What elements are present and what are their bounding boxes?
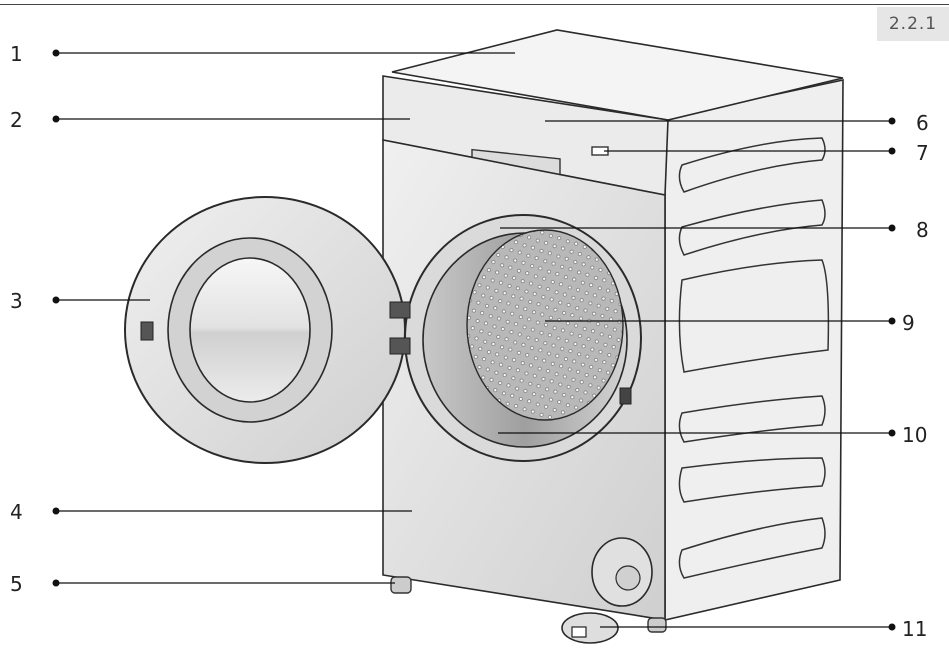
callout-5: 5 <box>10 572 23 596</box>
callout-9: 9 <box>902 311 915 335</box>
callout-numbers: 1 2 3 4 5 6 7 8 9 10 11 <box>10 42 929 641</box>
callout-3: 3 <box>10 289 23 313</box>
callout-4: 4 <box>10 500 23 524</box>
callout-1: 1 <box>10 42 23 66</box>
callout-11: 11 <box>902 617 927 641</box>
section-tab: 2.2.1 <box>877 7 949 41</box>
side-panel-ribs <box>678 137 830 579</box>
door-glass <box>189 257 311 403</box>
drum-assembly <box>404 214 642 462</box>
door-hinge-bottom <box>389 337 411 355</box>
open-door <box>124 196 411 464</box>
top-rule <box>0 4 949 5</box>
door-latch-slot <box>619 387 632 405</box>
callout-8: 8 <box>916 218 929 242</box>
leader-lines <box>52 49 896 631</box>
callout-10: 10 <box>902 423 927 447</box>
door-handle <box>140 321 154 341</box>
filter-cover-shape <box>561 612 619 644</box>
callout-6: 6 <box>916 111 929 135</box>
door-hinge-top <box>389 301 411 319</box>
foot-left <box>390 576 412 594</box>
drum-shape <box>466 229 624 421</box>
callout-2: 2 <box>10 108 23 132</box>
callout-7: 7 <box>916 141 929 165</box>
filter-assembly <box>561 537 653 644</box>
foot-right <box>647 617 667 633</box>
